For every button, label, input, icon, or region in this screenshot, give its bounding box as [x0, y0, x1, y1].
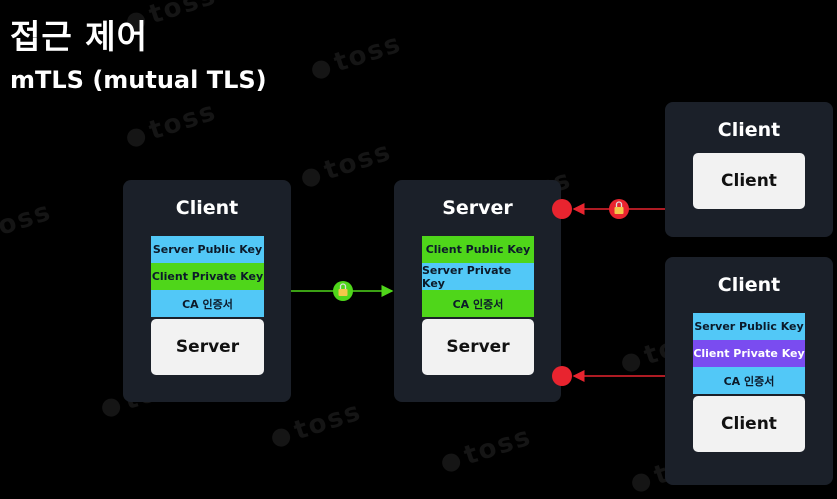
left-client-panel: Client Server Public Key Client Private … — [123, 180, 291, 402]
server-rejection-dot — [552, 199, 572, 219]
lock-icon-red — [609, 199, 629, 219]
ca-certificate-strip: CA 인증서 — [422, 290, 534, 317]
page-title: 접근 제어 — [10, 17, 148, 56]
client-private-key-strip: Client Private Key — [693, 340, 805, 367]
panel-title: Client — [717, 119, 781, 141]
client-box: Client — [693, 153, 805, 209]
client-public-key-strip: Client Public Key — [422, 236, 534, 263]
ca-certificate-strip: CA 인증서 — [693, 367, 805, 394]
client-box: Client — [693, 396, 805, 452]
server-private-key-strip: Server Private Key — [422, 263, 534, 290]
ca-certificate-strip: CA 인증서 — [151, 290, 264, 317]
panel-title: Server — [442, 197, 513, 219]
lock-icon-green — [333, 281, 353, 301]
server-box: Server — [151, 319, 264, 375]
server-public-key-strip: Server Public Key — [151, 236, 264, 263]
panel-title: Client — [175, 197, 239, 219]
page-subtitle: mTLS (mutual TLS) — [10, 66, 267, 94]
right-bottom-client-panel: Client Server Public Key Client Private … — [665, 257, 833, 485]
server-public-key-strip: Server Public Key — [693, 313, 805, 340]
server-box: Server — [422, 319, 534, 375]
server-panel: Server Client Public Key Server Private … — [394, 180, 561, 402]
right-top-client-panel: Client Client — [665, 102, 833, 237]
server-rejection-dot — [552, 366, 572, 386]
client-private-key-strip: Client Private Key — [151, 263, 264, 290]
panel-title: Client — [717, 274, 781, 296]
